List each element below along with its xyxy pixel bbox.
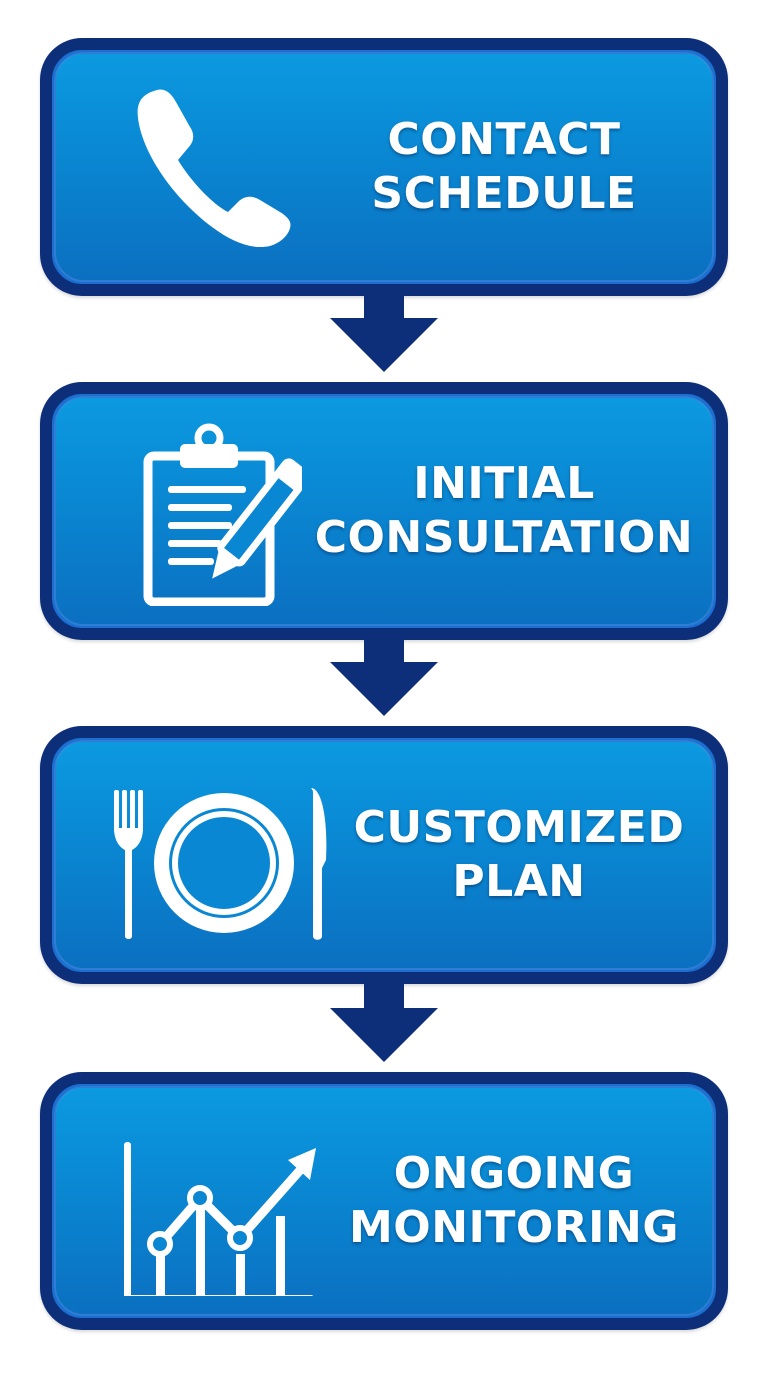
step-ongoing-monitoring: ONGOING MONITORING (40, 1072, 728, 1330)
flow-arrow-down (330, 630, 438, 716)
step-label: CUSTOMIZED PLAN (342, 738, 696, 972)
clipboard-pencil-icon (102, 416, 302, 606)
step-label: ONGOING MONITORING (332, 1084, 696, 1318)
phone-icon (102, 72, 302, 262)
step-initial-consultation: INITIAL CONSULTATION (40, 382, 728, 640)
step-label-line2: CONSULTATION (314, 512, 694, 563)
step-label-line1: ONGOING (393, 1148, 635, 1199)
growth-chart-icon (112, 1106, 322, 1296)
step-label-line1: CUSTOMIZED (353, 802, 685, 853)
step-label-line1: INITIAL (413, 458, 595, 509)
flow-arrow-down (330, 286, 438, 372)
step-label-line2: MONITORING (349, 1202, 679, 1253)
step-label: CONTACT SCHEDULE (312, 50, 696, 284)
step-customized-plan: CUSTOMIZED PLAN (40, 726, 728, 984)
step-label: INITIAL CONSULTATION (312, 394, 696, 628)
step-label-line2: SCHEDULE (371, 168, 637, 219)
step-contact-schedule: CONTACT SCHEDULE (40, 38, 728, 296)
step-label-line2: PLAN (452, 856, 586, 907)
flow-arrow-down (330, 976, 438, 1062)
plate-fork-knife-icon (100, 760, 340, 950)
step-label-line1: CONTACT (387, 114, 621, 165)
